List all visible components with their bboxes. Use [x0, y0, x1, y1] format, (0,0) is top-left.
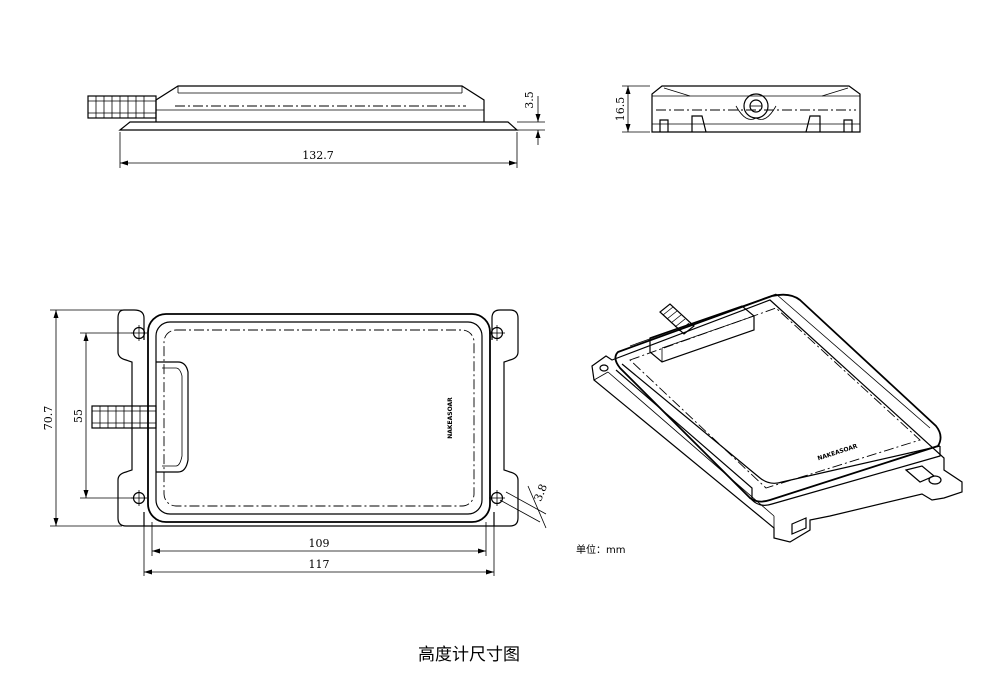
- dim-side-flange-height: 3.5: [523, 91, 536, 109]
- iso-cable: [659, 303, 695, 335]
- brand-logo: NAKEASOAR: [447, 397, 454, 439]
- drawing-caption: 高度计尺寸图: [418, 645, 520, 665]
- dim-top-overall-width: 117: [309, 558, 330, 571]
- dim-side-length: 132.7: [302, 149, 334, 162]
- dim-top-hole-spacing: 55: [72, 409, 85, 423]
- iso-brand-logo: NAKEASOAR: [817, 443, 859, 463]
- dim-top-inner-width: 109: [309, 537, 330, 550]
- side-cable: [87, 95, 157, 119]
- svg-text:NAKEASOAR: NAKEASOAR: [447, 397, 454, 439]
- top-view: NAKEASOAR 70.7 55 109 117 3.8: [42, 309, 550, 576]
- top-cable: [91, 405, 157, 429]
- side-view: 132.7 3.5: [87, 85, 545, 168]
- end-view: 16.5: [614, 85, 861, 133]
- dim-top-overall-height: 70.7: [42, 406, 55, 431]
- isometric-view: NAKEASOAR: [591, 293, 963, 543]
- dim-end-height: 16.5: [614, 97, 627, 122]
- svg-text:NAKEASOAR: NAKEASOAR: [817, 443, 859, 463]
- unit-label: 单位：mm: [576, 543, 625, 556]
- dim-hole-diameter: 3.8: [531, 482, 550, 503]
